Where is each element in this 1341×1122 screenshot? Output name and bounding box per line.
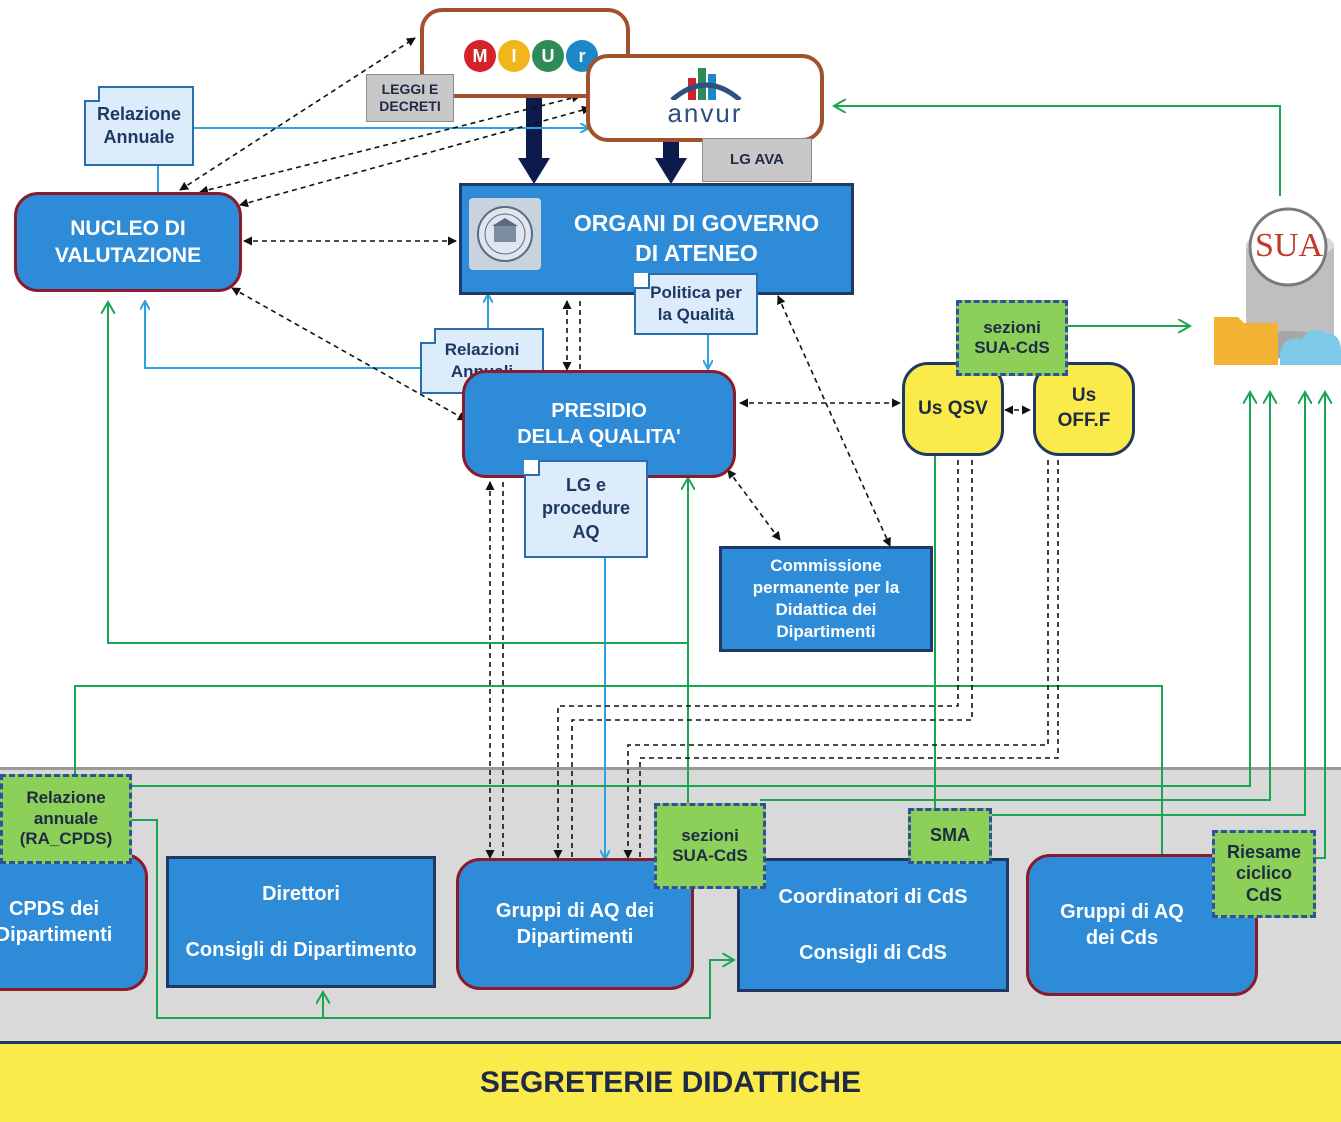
- sezioni-top-line2: SUA-CdS: [974, 338, 1050, 357]
- anvur-logo: anvur: [586, 54, 824, 142]
- us-offf-line1: Us: [1071, 385, 1097, 407]
- organi-line2: DI ATENEO: [635, 240, 758, 266]
- us-qsv-label: Us QSV: [918, 397, 988, 419]
- lg-procedure-line2: procedure: [541, 498, 631, 519]
- miur-letter-m: M: [464, 40, 496, 72]
- direttori-box: Direttori Consigli di Dipartimento: [166, 856, 436, 988]
- coordinatori-box: Coordinatori di CdS Consigli di CdS: [737, 858, 1009, 992]
- sezioni-sua-cds-bottom-doc: sezioni SUA-CdS: [654, 803, 766, 889]
- us-offf-box: Us OFF.F: [1033, 362, 1135, 456]
- relazioni-annuali-line1: Relazioni: [444, 339, 520, 359]
- lg-ava-doc: LG AVA: [702, 138, 812, 182]
- relazione-cpds-line1: Relazione: [26, 788, 106, 808]
- commissione-line1: Commissione: [770, 555, 882, 575]
- gruppi-cds-line2: dei Cds: [1085, 927, 1159, 949]
- sezioni-top-line1: sezioni: [983, 317, 1041, 337]
- anvur-bars-icon: [670, 68, 742, 100]
- politica-line1: Politica per: [650, 282, 742, 302]
- commissione-line2: permanente per la: [752, 577, 900, 597]
- anvur-label: anvur: [667, 98, 743, 128]
- sua-logo-text: SUA: [1254, 227, 1324, 264]
- relazione-cpds-doc: Relazione annuale (RA_CPDS): [0, 774, 132, 864]
- gruppi-aq-cds-box: Gruppi di AQ dei Cds: [1026, 854, 1258, 996]
- sma-label: SMA: [930, 825, 970, 846]
- us-qsv-box: Us QSV: [902, 362, 1004, 456]
- lg-procedure-line1: LG e: [565, 474, 606, 495]
- lg-procedure-line3: AQ: [572, 521, 600, 542]
- coordinatori-line2: Consigli di CdS: [799, 942, 947, 964]
- sezioni-bottom-line1: sezioni: [681, 825, 739, 845]
- sma-doc: SMA: [908, 808, 992, 864]
- direttori-line1: Direttori: [262, 883, 340, 905]
- riesame-line2: ciclico: [1235, 863, 1293, 884]
- gruppi-cds-line1: Gruppi di AQ: [1060, 901, 1184, 923]
- sezioni-bottom-line2: SUA-CdS: [672, 846, 748, 865]
- presidio-line2: DELLA QUALITA': [517, 426, 681, 448]
- cpds-line1: CPDS dei: [8, 898, 100, 920]
- riesame-line3: CdS: [1246, 884, 1282, 905]
- relazione-annuale-line1: Relazione: [96, 103, 182, 124]
- commissione-box: Commissione permanente per la Didattica …: [719, 546, 933, 652]
- relazione-annuale-line2: Annuale: [103, 127, 175, 147]
- cpds-box: CPDS dei Dipartimenti: [0, 853, 148, 991]
- organi-governo-box: ORGANI DI GOVERNO DI ATENEO: [459, 183, 854, 295]
- relazione-cpds-line3: (RA_CPDS): [19, 829, 113, 849]
- relazione-cpds-line2: annuale: [33, 808, 99, 828]
- commissione-line3: Didattica dei: [775, 600, 877, 619]
- nucleo-line1: NUCLEO DI: [70, 216, 186, 240]
- sezioni-sua-cds-top-doc: sezioni SUA-CdS: [956, 300, 1068, 376]
- footer-label: SEGRETERIE DIDATTICHE: [479, 1066, 862, 1099]
- politica-qualita-doc: Politica per la Qualità: [634, 273, 758, 335]
- miur-letters: M I U r: [464, 40, 598, 72]
- lg-ava-label: LG AVA: [730, 150, 784, 168]
- gruppi-dip-line2: Dipartimenti: [516, 926, 634, 948]
- riesame-ciclico-doc: Riesame ciclico CdS: [1212, 830, 1316, 918]
- politica-line2: la Qualità: [657, 305, 735, 324]
- direttori-line2: Consigli di Dipartimento: [185, 939, 417, 961]
- us-offf-line2: OFF.F: [1057, 410, 1111, 431]
- university-seal-icon: [469, 198, 541, 270]
- miur-letter-u: U: [532, 40, 564, 72]
- leggi-line1: LEGGI E: [381, 80, 439, 97]
- commissione-line4: Dipartimenti: [776, 622, 876, 642]
- relazione-annuale-doc: Relazione Annuale: [84, 86, 194, 166]
- cpds-line2: Dipartimenti: [0, 924, 113, 946]
- miur-logo: M I U r: [420, 8, 630, 98]
- lg-procedure-doc: LG e procedure AQ: [524, 460, 648, 558]
- leggi-decreti-doc: LEGGI E DECRETI: [366, 74, 454, 122]
- miur-letter-i: I: [498, 40, 530, 72]
- coordinatori-line1: Coordinatori di CdS: [778, 886, 968, 908]
- leggi-line2: DECRETI: [379, 98, 441, 114]
- segreterie-didattiche-banner: SEGRETERIE DIDATTICHE: [0, 1041, 1341, 1122]
- gruppi-dip-line1: Gruppi di AQ dei: [495, 900, 655, 922]
- riesame-line1: Riesame: [1226, 841, 1302, 862]
- nucleo-valutazione-box: NUCLEO DI VALUTAZIONE: [14, 192, 242, 292]
- nucleo-line2: VALUTAZIONE: [54, 244, 202, 267]
- organi-line1: ORGANI DI GOVERNO: [573, 210, 820, 237]
- database-icon: SUA: [1210, 205, 1341, 370]
- presidio-line1: PRESIDIO: [551, 400, 647, 422]
